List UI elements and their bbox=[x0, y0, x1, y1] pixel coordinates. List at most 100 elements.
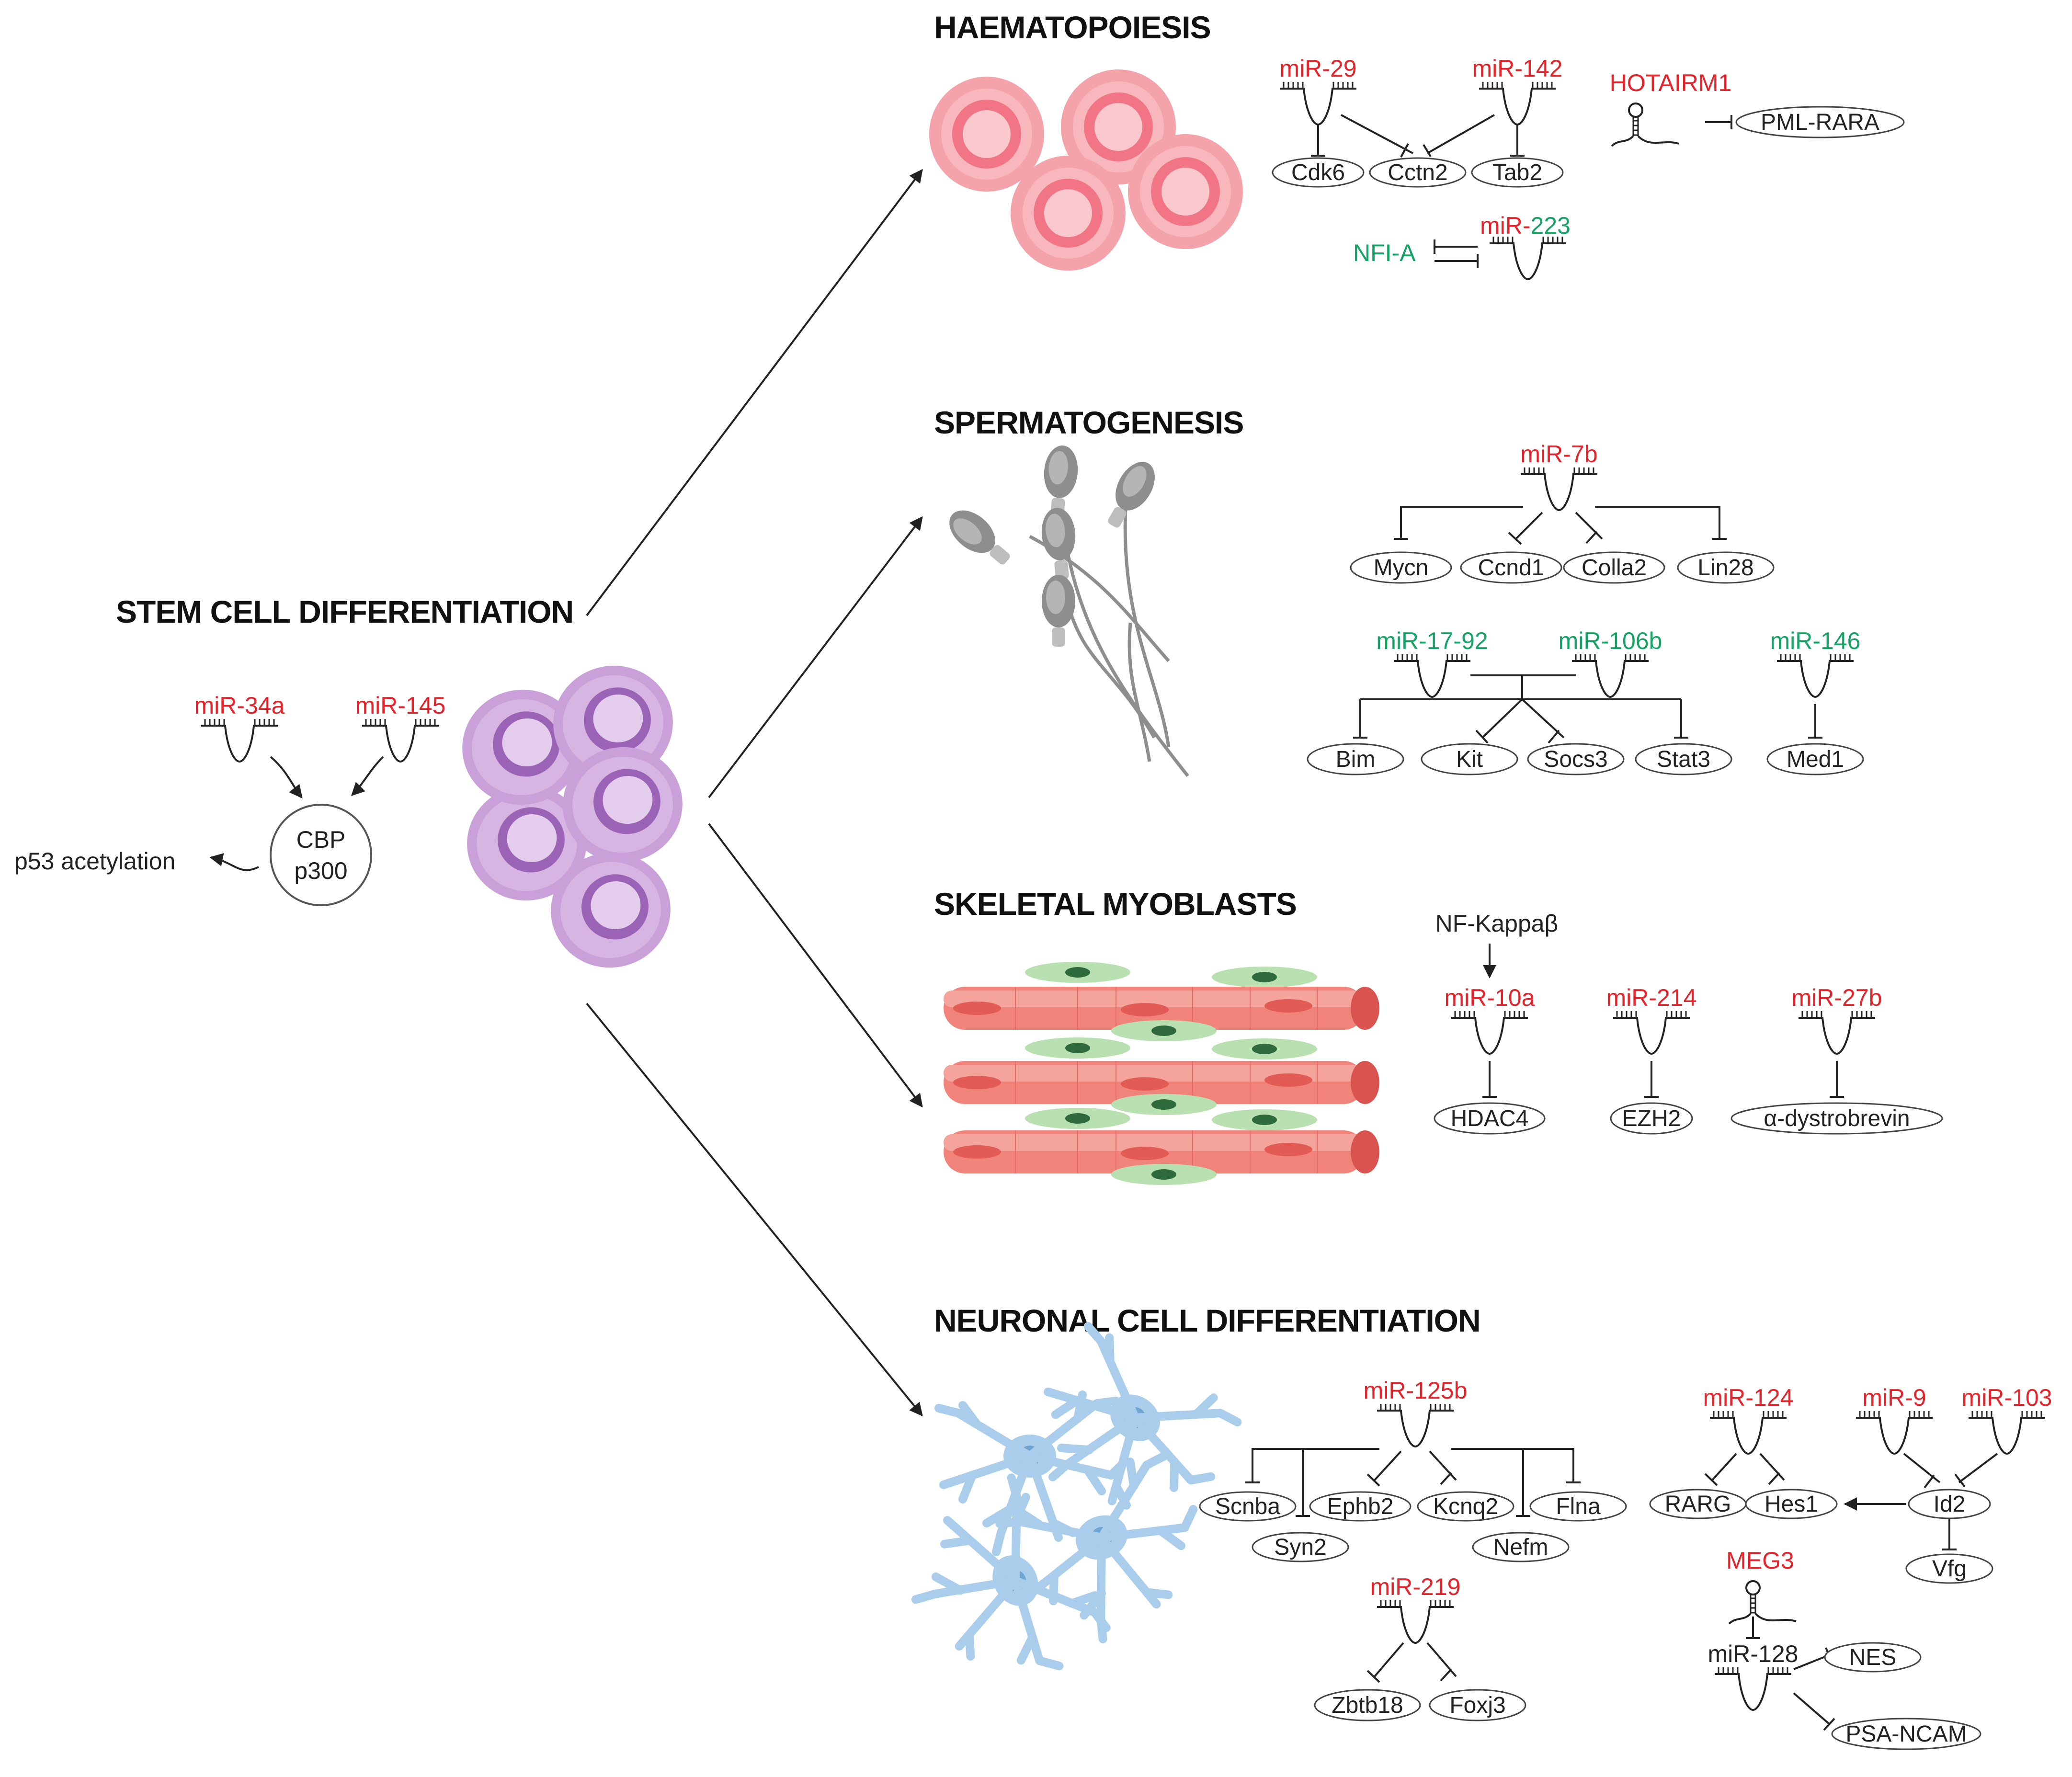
socs3-label: Socs3 bbox=[1544, 747, 1607, 772]
mir-124-label: miR-124 bbox=[1703, 1384, 1794, 1411]
psa-ncam-node bbox=[1831, 1718, 1981, 1750]
arrow-to-skeletal-myoblasts bbox=[708, 823, 923, 1108]
vfg-label: Vfg bbox=[1932, 1556, 1967, 1582]
kcnq2-node bbox=[1417, 1491, 1514, 1522]
hdac4-node bbox=[1434, 1102, 1546, 1135]
lin28-label: Lin28 bbox=[1697, 555, 1753, 581]
inhibit-mirs-id2 bbox=[1903, 1453, 1998, 1489]
inhibit-mir10a-hdac4 bbox=[1482, 1061, 1497, 1098]
inhibit-meg3-mir128 bbox=[1746, 1617, 1760, 1639]
foxj3-node bbox=[1429, 1689, 1526, 1721]
inhibit-mir142-cctn2 bbox=[1423, 114, 1495, 158]
nes-node bbox=[1824, 1642, 1922, 1673]
spermatogenesis-tree-top bbox=[1394, 506, 1727, 545]
bim-label: Bim bbox=[1336, 747, 1376, 772]
cdk6-node bbox=[1272, 157, 1365, 188]
meg3-label: MEG3 bbox=[1726, 1547, 1794, 1574]
psa-ncam-label: PSA-NCAM bbox=[1845, 1721, 1967, 1747]
stem-cell-cluster bbox=[453, 656, 692, 977]
tab2-node bbox=[1471, 157, 1564, 188]
inhibit-mir214-ezh2 bbox=[1644, 1061, 1659, 1098]
cbp-label: CBP bbox=[296, 826, 346, 853]
flna-label: Flna bbox=[1556, 1494, 1601, 1519]
med1-label: Med1 bbox=[1787, 747, 1844, 772]
ezh2-label: EZH2 bbox=[1622, 1106, 1681, 1131]
kit-node bbox=[1421, 743, 1518, 775]
mirna-17-92-symbol bbox=[1393, 653, 1471, 698]
mirna-124-symbol bbox=[1709, 1410, 1787, 1455]
mir-219-label: miR-219 bbox=[1370, 1573, 1461, 1600]
mirna-145-symbol bbox=[361, 718, 440, 763]
hotairm1-lncrna-symbol bbox=[1611, 103, 1680, 147]
flna-node bbox=[1529, 1491, 1627, 1522]
nefm-node bbox=[1472, 1532, 1570, 1562]
pml-rara-node bbox=[1735, 106, 1905, 138]
muscle-fibres-illustration bbox=[943, 962, 1380, 1185]
mycn-label: Mycn bbox=[1374, 555, 1429, 581]
inhibit-mir27b-dystrobrevin bbox=[1830, 1061, 1844, 1098]
inhibit-hotairm1-pmlrara bbox=[1705, 115, 1732, 129]
inhibit-mir223-nfia bbox=[1434, 239, 1478, 254]
meg3-lncrna-symbol bbox=[1728, 1580, 1797, 1625]
mir-223-label: miR-223 bbox=[1480, 212, 1571, 239]
mirna-128-symbol bbox=[1714, 1666, 1792, 1711]
tab2-label: Tab2 bbox=[1492, 160, 1542, 185]
hotairm1-label: HOTAIRM1 bbox=[1610, 69, 1732, 96]
inhibit-mir128-psancam bbox=[1793, 1692, 1835, 1731]
inhibit-mir124-targets bbox=[1704, 1453, 1785, 1486]
skeletal-myoblasts-title: SKELETAL MYOBLASTS bbox=[934, 886, 1297, 922]
nf-kappa-label: NF-Kappaβ bbox=[1435, 910, 1559, 937]
mir-146-label: miR-146 bbox=[1770, 627, 1861, 654]
mirna-214-symbol bbox=[1612, 1010, 1691, 1055]
foxj3-label: Foxj3 bbox=[1449, 1693, 1505, 1718]
mir-142-label: miR-142 bbox=[1472, 55, 1563, 82]
mirna-7b-symbol bbox=[1520, 467, 1598, 511]
arrow-to-neuronal bbox=[586, 1002, 923, 1417]
scnba-node bbox=[1199, 1491, 1297, 1522]
zbtb18-label: Zbtb18 bbox=[1332, 1693, 1403, 1718]
mirna-223-symbol bbox=[1489, 236, 1567, 280]
sperm-cells-illustration bbox=[935, 436, 1189, 777]
vfg-node bbox=[1905, 1553, 1993, 1584]
mir-223-prefix: miR- bbox=[1480, 212, 1531, 239]
arrow-to-haematopoiesis bbox=[586, 169, 923, 616]
colla2-node bbox=[1563, 551, 1665, 584]
p300-label: p300 bbox=[294, 857, 347, 884]
mir-27b-label: miR-27b bbox=[1792, 984, 1882, 1011]
bim-node bbox=[1307, 743, 1404, 775]
id2-node bbox=[1908, 1489, 1991, 1519]
mirna-10a-symbol bbox=[1450, 1010, 1529, 1055]
stat3-label: Stat3 bbox=[1657, 747, 1710, 772]
socs3-node bbox=[1527, 743, 1625, 775]
inhibit-id2-vfg bbox=[1942, 1519, 1957, 1550]
nefm-label: Nefm bbox=[1493, 1535, 1548, 1560]
syn2-node bbox=[1252, 1532, 1349, 1562]
colla2-label: Colla2 bbox=[1582, 555, 1647, 581]
mir-17-92-label: miR-17-92 bbox=[1376, 627, 1488, 654]
neurons-illustration bbox=[887, 1315, 1249, 1711]
mir-145-label: miR-145 bbox=[355, 692, 446, 719]
hes1-label: Hes1 bbox=[1765, 1492, 1818, 1517]
mir-7b-label: miR-7b bbox=[1520, 441, 1597, 467]
spermatogenesis-title: SPERMATOGENESIS bbox=[934, 405, 1243, 440]
rarg-label: RARG bbox=[1665, 1492, 1731, 1517]
neuronal-125b-tree bbox=[1245, 1448, 1581, 1517]
ccnd1-label: Ccnd1 bbox=[1478, 555, 1545, 581]
arrow-cbp-p53 bbox=[209, 853, 259, 871]
mycn-node bbox=[1350, 551, 1452, 584]
mir-125b-label: miR-125b bbox=[1364, 1377, 1468, 1404]
inhibit-nfia-mir223 bbox=[1434, 254, 1479, 268]
mirna-219-symbol bbox=[1376, 1599, 1455, 1644]
stem-cell-title: STEM CELL DIFFERENTIATION bbox=[116, 594, 573, 629]
cctn2-node bbox=[1369, 157, 1467, 188]
mirna-34a-symbol bbox=[200, 718, 279, 763]
nfia-label: NFI-A bbox=[1353, 239, 1416, 266]
mir-9-label: miR-9 bbox=[1862, 1384, 1926, 1411]
mir-34a-label: miR-34a bbox=[194, 692, 285, 719]
nes-label: NES bbox=[1849, 1645, 1897, 1670]
mirna-27b-symbol bbox=[1798, 1010, 1876, 1055]
alpha-dystrobrevin-label: α-dystrobrevin bbox=[1764, 1106, 1910, 1131]
mir-214-label: miR-214 bbox=[1606, 984, 1697, 1011]
ephb2-node bbox=[1309, 1491, 1412, 1522]
